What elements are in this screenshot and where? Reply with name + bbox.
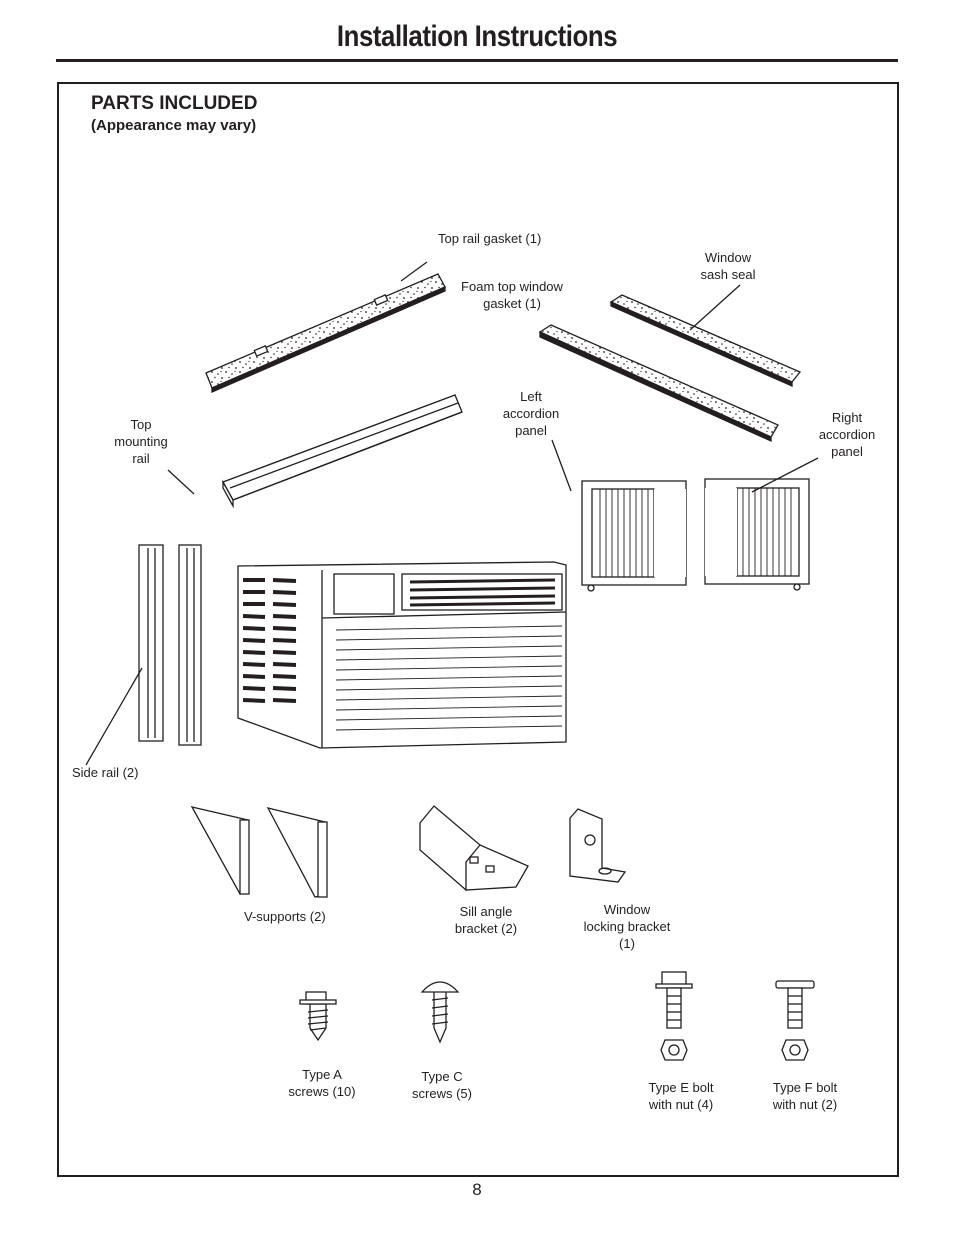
- air-conditioner-illustration: [237, 561, 567, 749]
- top-rail-gasket-illustration: [205, 261, 446, 393]
- sill-angle-bracket-label: Sill angle bracket (2): [454, 904, 518, 936]
- right-accordion-panel-illustration: [704, 457, 819, 591]
- side-rail-label: Side rail (2): [72, 765, 139, 780]
- foam-top-window-gasket-illustration: [538, 324, 779, 443]
- top-mounting-rail-illustration: [167, 394, 463, 509]
- type-c-screw-illustration: [420, 981, 460, 1044]
- foam-top-window-gasket-label: Foam top window gasket (1): [461, 279, 563, 311]
- v-supports-illustration: [190, 806, 328, 898]
- window-locking-bracket-illustration: [569, 808, 627, 883]
- window-sash-seal-label: Window sash seal: [700, 250, 756, 282]
- side-rail-illustration: [85, 544, 202, 766]
- type-f-bolt-illustration: [775, 980, 815, 1061]
- type-c-screws-label: Type C screws (5): [412, 1069, 472, 1101]
- right-accordion-panel-label: Right accordion panel: [818, 410, 876, 459]
- left-accordion-panel-label: Left accordion panel: [502, 389, 560, 438]
- parts-subheading: (Appearance may vary): [91, 117, 257, 134]
- window-sash-seal-illustration: [609, 284, 802, 387]
- title-rule: [56, 59, 898, 62]
- type-e-bolt-illustration: [655, 971, 693, 1061]
- page-title: Installation Instructions: [336, 20, 618, 53]
- type-e-bolt-label: Type E bolt with nut (4): [648, 1080, 714, 1112]
- sill-angle-bracket-illustration: [419, 805, 529, 891]
- type-f-bolt-label: Type F bolt with nut (2): [772, 1080, 838, 1112]
- left-accordion-panel-illustration: [551, 439, 687, 592]
- page-number: 8: [472, 1180, 482, 1199]
- v-supports-label: V-supports (2): [244, 909, 326, 924]
- parts-frame: [57, 82, 899, 1177]
- type-a-screw-illustration: [299, 991, 337, 1042]
- type-a-screws-label: Type A screws (10): [288, 1067, 356, 1099]
- window-locking-bracket-label: Window locking bracket (1): [583, 902, 671, 951]
- top-rail-gasket-label: Top rail gasket (1): [438, 231, 542, 246]
- top-mounting-rail-label: Top mounting rail: [114, 417, 168, 466]
- parts-heading: PARTS INCLUDED: [91, 93, 258, 114]
